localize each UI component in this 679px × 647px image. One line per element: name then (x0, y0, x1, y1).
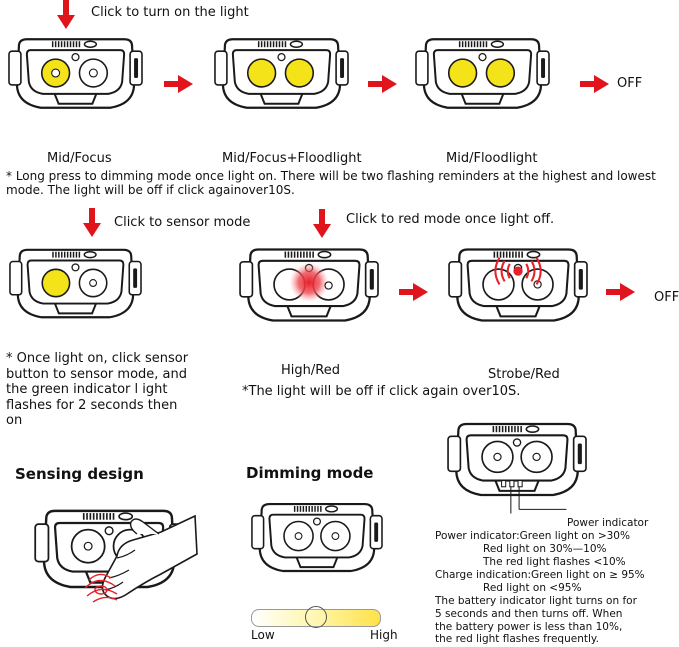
mode-label-high-red: High/Red (281, 363, 340, 378)
red-off-note: *The light will be off if click again ov… (242, 384, 521, 399)
power-line-2: Red light on 30%—10% (483, 543, 607, 555)
off-label: OFF (654, 290, 679, 305)
mode-label-mid-focus: Mid/Focus (47, 151, 112, 166)
headlamp-icon (8, 248, 143, 319)
down-arrow-icon (57, 0, 75, 29)
headlamp-icon (447, 248, 589, 322)
slider-low-label: Low (251, 628, 275, 642)
mode-label-mid-focus-flood: Mid/Focus+Floodlight (222, 151, 362, 166)
right-arrow-icon (399, 283, 428, 301)
click-on-instruction: Click to turn on the light (91, 5, 249, 20)
hand-icon (84, 514, 198, 603)
sensor-note: * Once light on, click sensor button to … (6, 351, 189, 429)
headlamp-icon (238, 248, 380, 322)
right-arrow-icon (368, 75, 397, 93)
dimming-note: * Long press to dimming mode once light … (6, 169, 656, 198)
headlamp-icon (446, 422, 588, 514)
sensing-design-title: Sensing design (15, 465, 144, 483)
charge-line-1: Charge indication:Green light on ≥ 95% (435, 569, 645, 581)
down-arrow-icon (83, 208, 101, 237)
dimming-slider[interactable] (251, 606, 381, 628)
right-arrow-icon (580, 75, 609, 93)
slider-high-label: High (370, 628, 398, 642)
power-line-3: The red light flashes <10% (483, 556, 626, 568)
charge-line-2: Red light on <95% (483, 582, 582, 594)
mode-label-strobe-red: Strobe/Red (488, 367, 560, 382)
off-label: OFF (617, 76, 643, 91)
power-indicator-label: Power indicator (567, 517, 649, 529)
headlamp-icon (213, 38, 350, 109)
headlamp-icon (250, 502, 384, 573)
headlamp-icon (414, 38, 551, 109)
red-instruction: Click to red mode once light off. (346, 212, 555, 227)
dimming-mode-title: Dimming mode (246, 464, 374, 482)
power-line-1: Power indicator:Green light on >30% (435, 530, 630, 542)
sensor-instruction: Click to sensor mode (114, 215, 251, 230)
mode-label-mid-flood: Mid/Floodlight (446, 151, 538, 166)
headlamp-icon (7, 38, 144, 109)
right-arrow-icon (606, 283, 635, 301)
battery-note: The battery indicator light turns on for… (435, 595, 637, 646)
down-arrow-icon (313, 209, 331, 238)
slider-knob-icon[interactable] (305, 606, 327, 628)
right-arrow-icon (164, 75, 193, 93)
